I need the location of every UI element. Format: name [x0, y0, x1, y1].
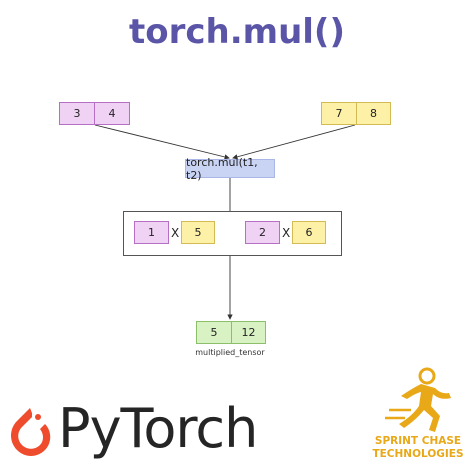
operation-node: torch.mul(t1, t2) [185, 156, 275, 182]
connector-t2-to-op [232, 124, 356, 160]
pair-0-left-cell: 1 [134, 221, 169, 244]
result-label: multiplied_tensor [195, 348, 265, 357]
pair-0-operator: X [171, 226, 180, 240]
sprint-chase-line-2: TECHNOLOGIES [372, 448, 464, 460]
pair-1-operator: X [282, 226, 291, 240]
pair-1-right-cell: 6 [292, 221, 326, 244]
pair-1-left-cell: 2 [245, 221, 280, 244]
pair-0-right-cell: 5 [181, 221, 215, 244]
sprint-chase-runner-icon [385, 367, 451, 432]
result-cell-0: 5 [196, 321, 232, 344]
result-cell-1: 12 [231, 321, 266, 344]
sprint-chase-wordmark: SPRINT CHASE TECHNOLOGIES [362, 435, 474, 461]
t1-cell-1: 4 [94, 102, 130, 125]
t1-cell-0: 3 [59, 102, 95, 125]
t2-cell-0: 7 [321, 102, 357, 125]
connector-t1-to-op [94, 124, 230, 160]
pytorch-flame-icon [11, 408, 51, 456]
t2-cell-1: 8 [356, 102, 391, 125]
sprint-chase-line-1: SPRINT CHASE [374, 435, 462, 447]
diagram-title: torch.mul() [128, 12, 346, 52]
pytorch-wordmark: PyTorch [58, 397, 258, 460]
